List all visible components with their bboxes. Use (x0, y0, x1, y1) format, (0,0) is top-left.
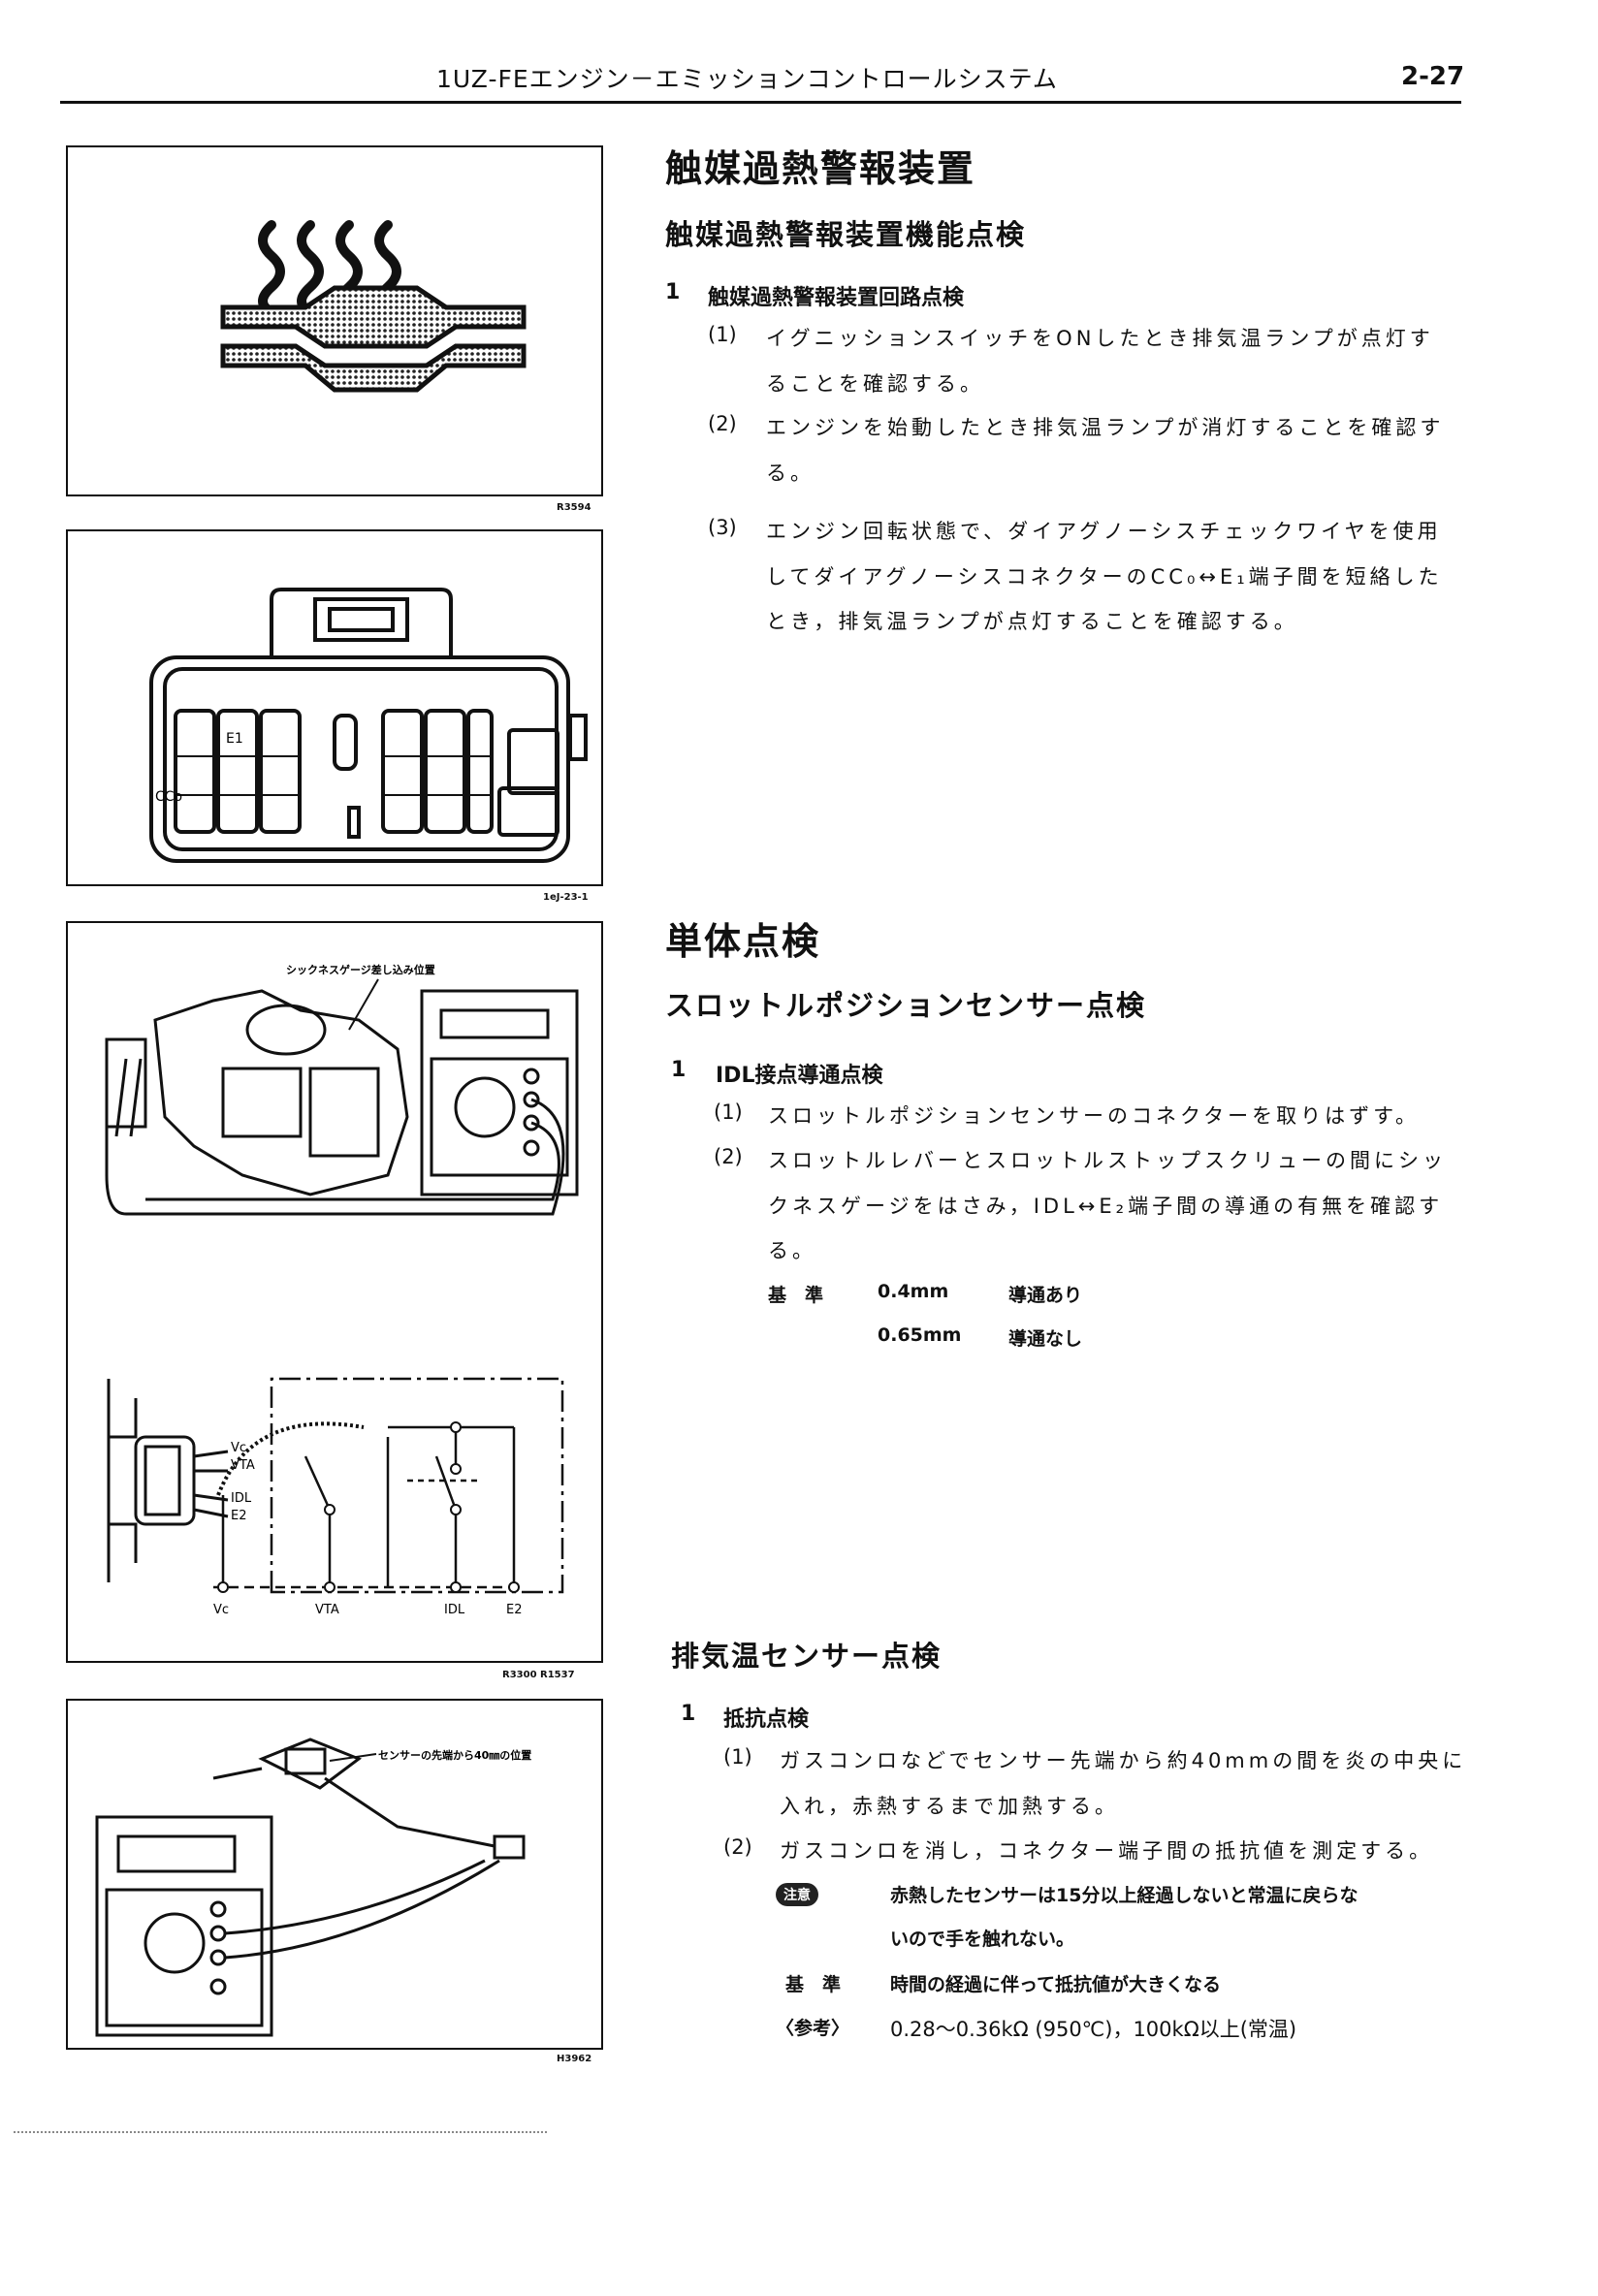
reference-label: 〈参考〉 (776, 2018, 850, 2039)
ohmmeter-icon (95, 1815, 500, 2037)
item-text-line: してダイアグノーシスコネクターのCC₀↔E₁端子間を短絡した (766, 565, 1443, 589)
terminal-label-vc: Vc (213, 1603, 229, 1617)
section-subtitle-exhaust-sensor-check: 排気温センサー点検 (671, 1640, 943, 1673)
figure-code: H3962 (557, 2054, 592, 2064)
item-text-line: エンジン回転状態で、ダイアグノーシスチェックワイヤを使用 (766, 520, 1442, 543)
item-text-line: エンジンを始動したとき排気温ランプが消灯することを確認す (766, 416, 1445, 439)
caution-badge: 注意 (776, 1883, 818, 1906)
item-number: (2) (714, 1145, 743, 1168)
page-number: 2-27 (1401, 62, 1465, 91)
terminal-label-vta: VTA (315, 1603, 339, 1617)
item-number: (1) (714, 1100, 743, 1124)
figure-exhaust-temp-sensor: センサーの先端から40㎜の位置 (66, 1699, 603, 2050)
standard-result: 導通なし (1008, 1328, 1083, 1350)
tps-connector-icon (107, 1379, 229, 1582)
item-text-line: 入れ，赤熱するまで加熱する。 (780, 1795, 1119, 1818)
item-number: (2) (723, 1835, 752, 1859)
standard-value: 0.65mm (878, 1324, 962, 1346)
standard-label: 基 準 (785, 1974, 842, 1995)
standard-text: 時間の経過に伴って抵抗値が大きくなる (890, 1974, 1222, 1995)
terminal-label-e2: E2 (506, 1603, 523, 1617)
step-number: 1 (681, 1702, 696, 1726)
item-number: (2) (708, 412, 737, 435)
sensor-position-callout: センサーの先端から40㎜の位置 (378, 1748, 531, 1762)
item-text-line: ることを確認する。 (766, 372, 984, 396)
step-number: 1 (671, 1058, 687, 1082)
pin-label-idl: IDL (231, 1491, 252, 1506)
section-subtitle-tps-check: スロットルポジションセンサー点検 (665, 989, 1147, 1022)
item-text-line: スロットルレバーとスロットルストップスクリューの間にシッ (768, 1149, 1447, 1172)
section-title-unit-inspection: 単体点検 (665, 920, 821, 963)
step-title: 触媒過熱警報装置回路点検 (708, 286, 965, 310)
section-title-catalyst-alarm: 触媒過熱警報装置 (665, 147, 976, 190)
heat-wave-2 (297, 220, 324, 317)
section-subtitle-function-check: 触媒過熱警報装置機能点検 (665, 218, 1027, 251)
step-title: IDL接点導通点検 (716, 1064, 883, 1088)
reference-text: 0.28～0.36kΩ (950℃)，100kΩ以上(常温) (890, 2018, 1297, 2041)
scan-edge-divider (14, 2131, 547, 2133)
catalyst-heat-icon (220, 220, 527, 393)
step-title: 抵抗点検 (723, 1707, 810, 1732)
figure-throttle-position-sensor: シックネスゲージ差し込み位置 (66, 921, 603, 1663)
header-rule (60, 101, 1461, 104)
sensor-wire-icon (324, 1776, 526, 1860)
page-header-title: 1UZ-FEエンジン－エミッションコントロールシステム (436, 65, 1058, 93)
throttle-body-icon (105, 989, 409, 1196)
item-text-line: る。 (766, 462, 815, 485)
standard-result: 導通あり (1008, 1285, 1083, 1306)
figure-diagnosis-connector: E1 CCo (66, 529, 603, 886)
exhaust-sensor-diagram: センサーの先端から40㎜の位置 (95, 1738, 531, 2037)
throttle-sensor-diagram: シックネスゲージ差し込み位置 (105, 963, 579, 1617)
pin-label-vc: Vc (231, 1441, 246, 1455)
item-text-line: る。 (768, 1239, 816, 1262)
figure-code: R3594 (557, 502, 591, 513)
terminal-label-idl: IDL (444, 1603, 465, 1617)
figure-code: 1eJ-23-1 (543, 892, 589, 903)
caution-text-line: いので手を触れない。 (890, 1929, 1075, 1950)
heat-wave-1 (258, 220, 285, 317)
step-number: 1 (665, 280, 681, 304)
item-text-line: クネスゲージをはさみ，IDL↔E₂端子間の導通の有無を確認す (768, 1195, 1444, 1218)
tps-circuit-diagram (213, 1377, 564, 1594)
caution-text-line: 赤熱したセンサーは15分以上経過しないと常温に戻らな (890, 1885, 1358, 1906)
gas-burner-icon (212, 1738, 363, 1790)
item-text-line: イグニッションスイッチをONしたとき排気温ランプが点灯す (766, 327, 1434, 350)
item-text-line: とき，排気温ランプが点灯することを確認する。 (766, 610, 1298, 633)
item-text-line: スロットルポジションセンサーのコネクターを取りはずす。 (768, 1104, 1421, 1128)
item-text-line: ガスコンロを消し，コネクター端子間の抵抗値を測定する。 (780, 1839, 1434, 1863)
thickness-gauge-callout: シックネスゲージ差し込み位置 (286, 963, 435, 976)
converter-upper-wall-icon (220, 285, 527, 349)
terminal-e1-label: E1 (226, 731, 243, 747)
terminal-cco-label: CCo (155, 789, 182, 805)
figure-catalyst-overheat (66, 145, 603, 496)
ohmmeter-icon (105, 989, 579, 1216)
pin-label-e2: E2 (231, 1509, 247, 1523)
pin-label-vta: VTA (231, 1458, 255, 1473)
figure-code: R3300 R1537 (502, 1670, 575, 1680)
item-text-line: ガスコンロなどでセンサー先端から約40mmの間を炎の中央に (780, 1749, 1467, 1772)
item-number: (1) (708, 323, 737, 346)
diagnosis-connector-icon: E1 CCo (149, 588, 588, 863)
standard-label: 基 準 (768, 1285, 824, 1306)
converter-lower-wall-icon (220, 343, 527, 393)
standard-value: 0.4mm (878, 1281, 949, 1302)
item-number: (3) (708, 516, 737, 539)
item-number: (1) (723, 1745, 752, 1769)
